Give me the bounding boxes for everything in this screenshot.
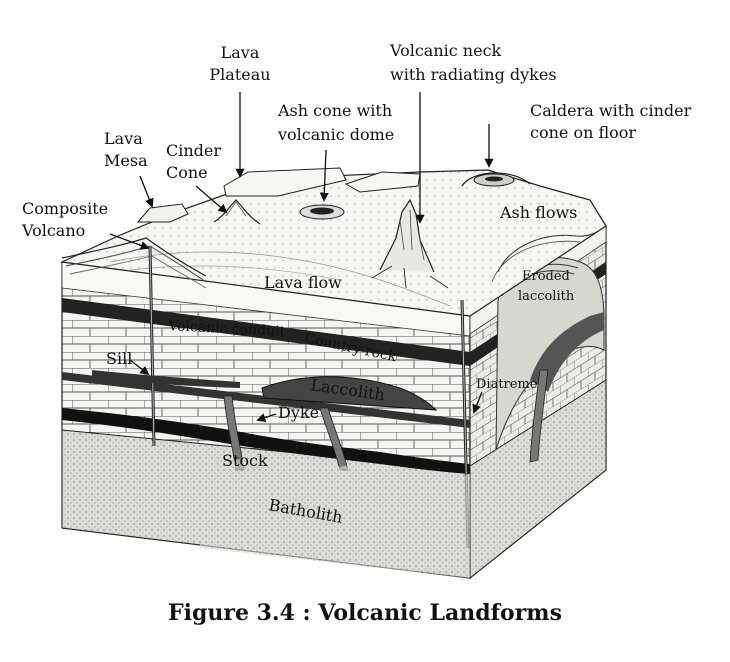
label-composite-1: Composite xyxy=(22,199,108,218)
label-caldera-2: cone on floor xyxy=(530,123,636,142)
label-ash-cone-1: Ash cone with xyxy=(277,101,392,120)
label-eroded-laccolith-2: laccolith xyxy=(518,289,575,304)
label-composite-2: Volcano xyxy=(21,221,85,240)
label-cinder-cone-2: Cone xyxy=(166,163,208,182)
caldera xyxy=(461,172,531,187)
label-stock: Stock xyxy=(222,451,268,470)
label-lava-flow: Lava flow xyxy=(264,273,342,292)
cinder-cone xyxy=(213,199,261,225)
leader-lines xyxy=(109,92,494,423)
label-volcanic-conduit: Volcanic conduit xyxy=(167,318,286,340)
ash-cone xyxy=(299,204,345,220)
batholith-mass xyxy=(200,459,470,578)
label-cinder-cone-1: Cinder xyxy=(166,141,221,160)
label-lava-mesa-1: Lava xyxy=(104,129,143,148)
label-lava-plateau-2: Plateau xyxy=(209,65,270,84)
label-lava-plateau-1: Lava xyxy=(221,43,260,62)
label-eroded-laccolith-1: Eroded xyxy=(522,269,570,284)
label-dyke: Dyke xyxy=(278,403,319,422)
label-sill: Sill xyxy=(106,349,132,368)
volcanic-neck xyxy=(371,198,449,289)
volcanic-conduits xyxy=(148,245,470,549)
label-ash-cone-2: volcanic dome xyxy=(277,125,394,144)
ash-flows xyxy=(491,225,607,283)
laccolith xyxy=(261,376,438,411)
label-ash-flows: Ash flows xyxy=(499,203,577,222)
lava-plateau xyxy=(223,167,421,197)
label-lava-mesa-2: Mesa xyxy=(104,151,148,170)
label-caldera-1: Caldera with cinder xyxy=(530,101,692,120)
labels: Lava Plateau Volcanic neck with radiatin… xyxy=(21,41,692,527)
lava-mesa xyxy=(136,203,189,223)
label-diatreme: Diatreme xyxy=(476,377,538,392)
label-volcanic-neck-2: with radiating dykes xyxy=(390,65,557,84)
label-volcanic-neck-1: Volcanic neck xyxy=(389,41,502,60)
figure-caption: Figure 3.4 : Volcanic Landforms xyxy=(168,600,562,626)
dykes xyxy=(223,369,549,471)
sill xyxy=(92,370,240,388)
